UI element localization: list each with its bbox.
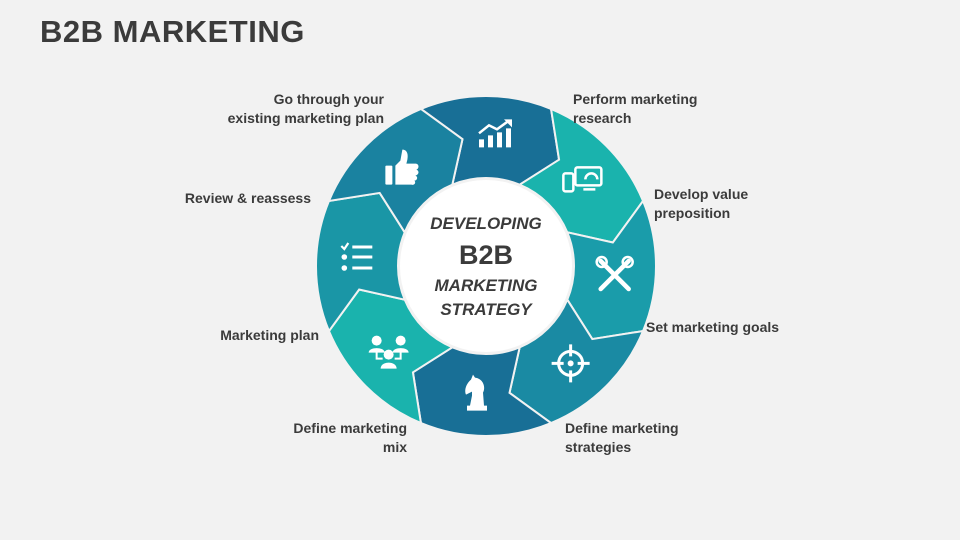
center-line-b2b: B2B (458, 240, 513, 270)
chart-up-icon (478, 119, 512, 148)
center-line-developing: DEVELOPING (430, 214, 542, 233)
center-circle (400, 180, 572, 352)
target-icon (551, 344, 590, 383)
center-line-strategy: STRATEGY (440, 300, 532, 319)
tools-icon (595, 255, 634, 292)
thumbs-up-icon (385, 149, 419, 185)
devices-dashboard-icon (562, 166, 603, 193)
team-icon (368, 335, 409, 369)
label-marketing-plan: Marketing plan (220, 327, 319, 343)
label-set-goals: Set marketing goals (646, 319, 780, 335)
label-review: Review & reassess (184, 190, 311, 206)
checklist-icon (340, 242, 373, 271)
chess-knight-icon (465, 374, 488, 411)
center-line-marketing: MARKETING (434, 276, 538, 295)
page-title: B2B MARKETING (40, 14, 305, 49)
